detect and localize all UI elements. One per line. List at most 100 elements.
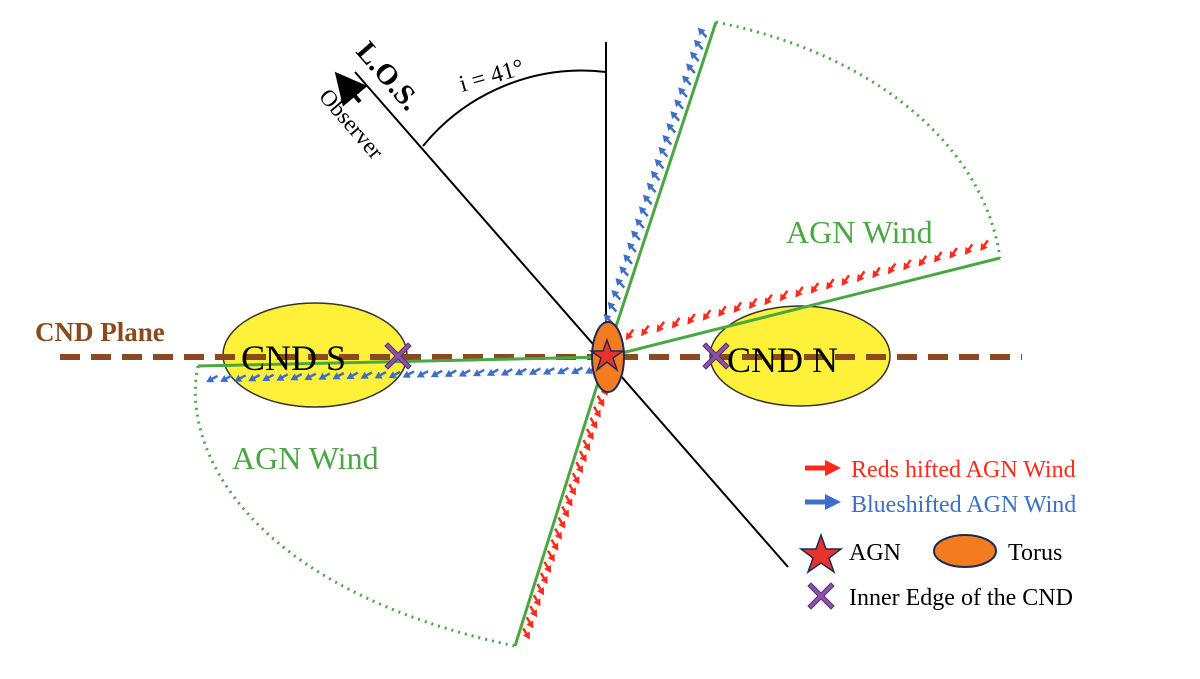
lower-wind-boundary: [193, 365, 516, 648]
legend-blueshifted-label: Blueshifted AGN Wind: [851, 492, 1076, 518]
blueshifted-arrow: [430, 369, 443, 378]
blueshifted-arrow: [619, 266, 630, 277]
blueshifted-arrow: [276, 373, 289, 381]
blueshifted-arrow: [693, 39, 704, 51]
redshifted-arrow: [779, 290, 789, 302]
blueshifted-arrow: [542, 367, 555, 375]
redshifted-arrow: [625, 328, 635, 341]
blueshifted-arrow: [234, 374, 247, 382]
redshifted-arrow: [934, 251, 943, 263]
upper-wind-left-edge: [604, 21, 718, 358]
legend-agn-star-icon: [798, 532, 844, 574]
redshifted-arrow: [826, 278, 835, 290]
redshifted-arrow: [546, 550, 555, 562]
cnd-north-label: CND N: [727, 340, 838, 380]
blueshifted-arrow: [627, 242, 637, 253]
blueshifted-arrow: [654, 158, 665, 170]
redshifted-arrow: [571, 472, 580, 485]
blueshifted-arrow: [346, 371, 359, 380]
blueshifted-arrow: [220, 374, 233, 383]
redshifted-arrow: [887, 262, 897, 275]
lower-wind-label: AGN Wind: [232, 440, 379, 476]
blueshifted-arrow: [682, 75, 692, 86]
blueshifted-arrow: [304, 372, 317, 381]
blueshifted-arrow: [611, 289, 622, 301]
redshifted-arrow: [592, 406, 601, 418]
observer-label: Observer: [314, 84, 388, 164]
upper-wind-label: AGN Wind: [786, 214, 933, 250]
observer-arrow: [334, 71, 368, 107]
redshifted-arrow: [585, 428, 594, 441]
blueshifted-arrow: [638, 206, 649, 217]
blueshifted-arrow: [248, 373, 261, 382]
inner-edge-cross-north: [702, 342, 730, 370]
redshifted-arrow: [557, 516, 566, 529]
redshifted-arrow: [856, 270, 866, 283]
redshifted-arrow: [671, 317, 681, 329]
redshifted-arrow: [596, 395, 605, 407]
legend: Reds hifted AGN Wind Blueshifted AGN Win…: [798, 457, 1076, 611]
redshifted-arrow: [532, 594, 541, 607]
blueshifted-arrow: [646, 182, 657, 194]
inclination-arc: [422, 69, 607, 147]
blueshifted-arrow: [623, 254, 633, 265]
inner-edge-cross-south: [384, 342, 412, 370]
blueshifted-arrow: [571, 366, 584, 375]
blueshifted-arrow: [262, 373, 275, 382]
blueshifted-arrow: [472, 368, 485, 377]
redshifted-arrow: [536, 583, 545, 596]
upper-blueshifted-arrows: [599, 27, 708, 337]
blueshifted-arrow: [402, 370, 415, 378]
redshifted-arrow: [575, 461, 584, 474]
blueshifted-arrow: [631, 230, 641, 241]
blueshifted-arrow: [514, 367, 527, 376]
redshifted-arrow: [525, 616, 534, 629]
blueshifted-arrow: [557, 366, 570, 375]
upper-redshifted-arrows: [625, 239, 989, 341]
blueshifted-arrow: [416, 370, 429, 378]
blueshifted-arrow: [360, 371, 373, 379]
redshifted-arrow: [578, 450, 587, 463]
legend-inner-edge-label: Inner Edge of the CND: [849, 585, 1073, 611]
blueshifted-arrow: [689, 51, 700, 62]
blueshifted-arrow: [635, 218, 645, 229]
redshifted-arrow: [841, 274, 851, 286]
blueshifted-arrow: [318, 372, 331, 380]
legend-redshifted-icon: [805, 460, 841, 476]
redshifted-arrow: [918, 255, 928, 267]
blueshifted-arrow: [670, 111, 681, 122]
blueshifted-arrow: [607, 301, 618, 313]
blueshifted-arrow: [458, 369, 471, 377]
blueshifted-arrow: [444, 369, 457, 377]
redshifted-arrow: [733, 301, 743, 314]
cnd-south-label: CND S: [241, 338, 346, 378]
redshifted-arrow: [749, 297, 758, 310]
redshifted-arrow: [903, 259, 912, 271]
blueshifted-arrow: [697, 27, 708, 39]
redshifted-arrow: [554, 528, 562, 540]
blueshifted-arrow: [388, 370, 401, 379]
redshifted-arrow: [702, 309, 712, 321]
blueshifted-arrow: [674, 99, 684, 110]
lower-redshifted-arrows: [522, 372, 612, 640]
blueshifted-arrow: [486, 368, 499, 376]
redshifted-arrow: [810, 282, 820, 294]
legend-inner-edge-cross-icon: [807, 582, 835, 610]
redshifted-arrow: [641, 324, 650, 337]
redshifted-arrow: [543, 561, 552, 574]
upper-wind-right-edge: [605, 256, 1001, 359]
cnd-north-ellipse: [709, 305, 891, 407]
lower-wind-right-edge: [513, 356, 608, 647]
blueshifted-arrow: [374, 371, 387, 379]
redshifted-arrow: [687, 313, 696, 325]
legend-agn-label: AGN: [849, 540, 901, 566]
blueshifted-arrow: [642, 194, 653, 206]
redshifted-arrow: [980, 239, 989, 252]
blueshifted-arrow: [528, 367, 541, 375]
blueshifted-arrow: [332, 371, 345, 380]
redshifted-arrow: [656, 321, 666, 333]
los-label: L.O.S.: [350, 36, 426, 117]
blueshifted-arrow: [686, 63, 696, 74]
